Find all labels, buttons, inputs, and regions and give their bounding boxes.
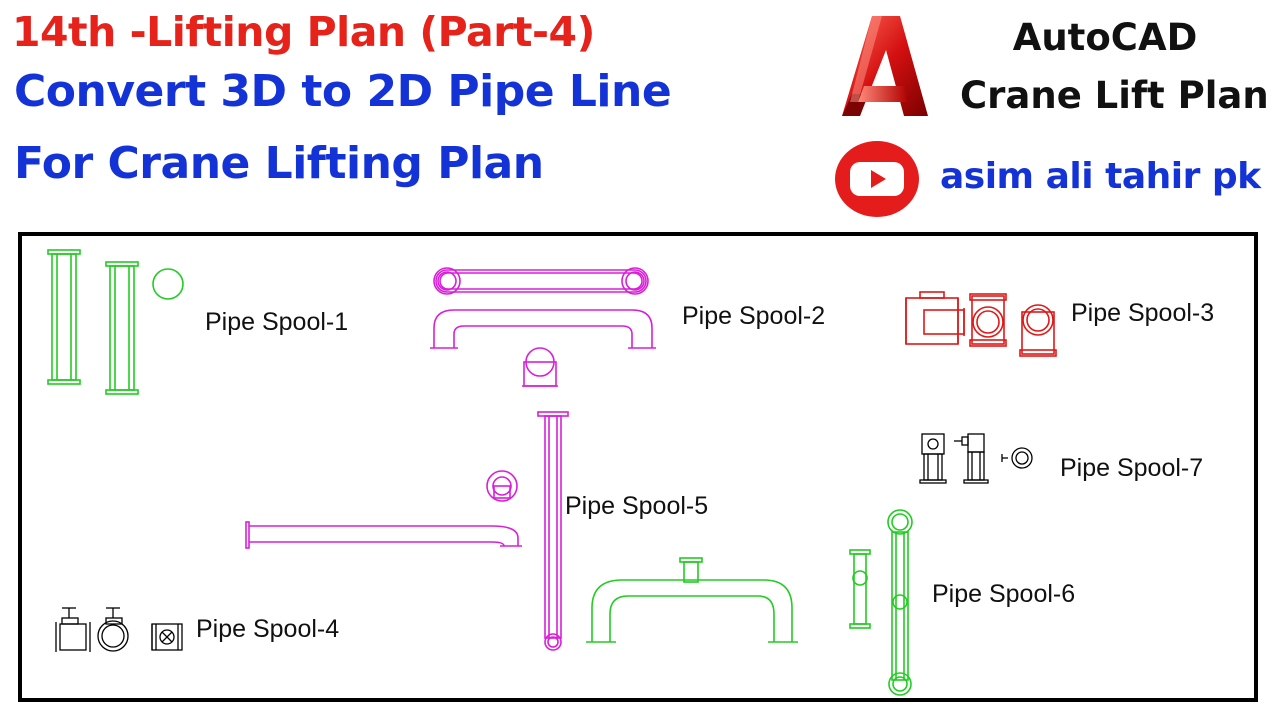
pipe-spool-2-drawing [430,267,656,387]
green-u-spool-drawing [586,557,798,643]
title-line-3: For Crane Lifting Plan [14,138,544,189]
label-pipe-spool-4: Pipe Spool-4 [196,615,340,643]
app-subtitle: Crane Lift Plan [960,74,1269,117]
label-pipe-spool-3: Pipe Spool-3 [1071,299,1215,327]
label-pipe-spool-5: Pipe Spool-5 [565,492,709,520]
app-name: AutoCAD [1012,16,1198,59]
title-line-1: 14th -Lifting Plan (Part-4) [12,8,595,56]
pipe-spool-1-drawing [47,249,184,395]
pipe-spool-6-drawing [849,509,913,696]
youtube-icon[interactable] [834,140,920,218]
pipe-spool-5-drawing [245,411,569,651]
pipe-spool-3-drawing [905,291,1057,357]
label-pipe-spool-6: Pipe Spool-6 [932,580,1076,608]
pipe-spool-4-drawing [55,607,183,652]
label-pipe-spool-1: Pipe Spool-1 [205,308,349,336]
pipe-spool-7-drawing [919,433,1033,484]
autocad-logo-icon [842,16,928,116]
title-line-2: Convert 3D to 2D Pipe Line [14,66,672,117]
drawing-canvas: Pipe Spool-1 Pipe Spool-2 Pipe Spool-3 P… [18,232,1258,702]
label-pipe-spool-7: Pipe Spool-7 [1060,454,1204,482]
channel-name[interactable]: asim ali tahir pk [940,156,1261,197]
label-pipe-spool-2: Pipe Spool-2 [682,302,826,330]
